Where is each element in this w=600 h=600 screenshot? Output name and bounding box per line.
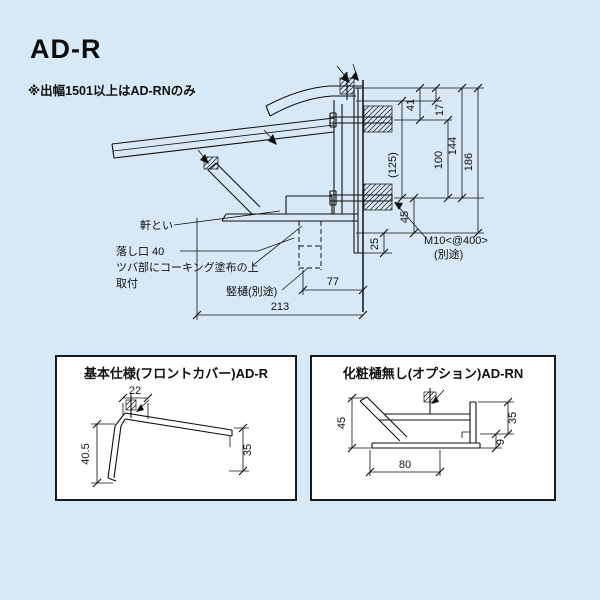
detail-adr-title: 基本仕様(フロントカバー)AD-R bbox=[83, 366, 269, 381]
dim-45: 45 bbox=[399, 211, 411, 223]
dim-100: 100 bbox=[433, 151, 445, 169]
anchor-note-label: (別途) bbox=[434, 247, 463, 261]
detail-adr-dimensions: 22 40.5 35 bbox=[80, 385, 254, 488]
main-section-drawing: 41 17 100 144 186 (125) 45 25 77 213 M10… bbox=[111, 63, 488, 320]
top-cover-profile bbox=[265, 85, 363, 117]
dim-9: 9 bbox=[495, 439, 507, 445]
flange-caulking-label-line1: ツバ部にコーキング塗布の上 bbox=[116, 260, 259, 274]
dim-213: 213 bbox=[271, 301, 289, 313]
detail-adrn-dimensions: 45 35 9 80 bbox=[336, 393, 519, 477]
outlet-downpipe-dashed bbox=[298, 221, 322, 270]
detail-adrn-drawing: 45 35 9 80 bbox=[336, 388, 519, 477]
dim-45-right-box: 45 bbox=[336, 417, 348, 429]
anchor-spec-label: M10<@400> bbox=[424, 235, 488, 247]
adrn-profile bbox=[359, 396, 481, 449]
dim-17: 17 bbox=[434, 104, 446, 116]
part-labels: 軒とい 落し口 40 ツバ部にコーキング塗布の上 取付 竪樋(別途) bbox=[116, 219, 277, 298]
flange-caulking-label-line2: 取付 bbox=[116, 277, 138, 290]
extension-lines bbox=[196, 87, 484, 320]
dim-125: (125) bbox=[387, 152, 399, 178]
indicator-arrows bbox=[197, 63, 359, 164]
wall-line bbox=[353, 80, 364, 312]
detail-box-adr: 基本仕様(フロントカバー)AD-R bbox=[55, 355, 297, 501]
dim-144: 144 bbox=[447, 137, 459, 155]
anchor-bolts bbox=[329, 72, 393, 206]
dim-80: 80 bbox=[399, 459, 411, 471]
gutter-trough bbox=[285, 195, 333, 214]
label-leaders bbox=[173, 202, 427, 291]
dim-77: 77 bbox=[327, 276, 339, 288]
downpipe-label: 竪樋(別途) bbox=[226, 284, 277, 298]
dim-35-left-box: 35 bbox=[242, 444, 254, 456]
detail-adr-drawing: 22 40.5 35 bbox=[80, 385, 254, 488]
dim-25: 25 bbox=[369, 238, 381, 250]
dim-41: 41 bbox=[405, 99, 417, 111]
detail-box-adrn: 化粧樋無し(オプション)AD-RN bbox=[310, 355, 556, 501]
dim-40-5: 40.5 bbox=[80, 443, 92, 464]
page-note: ※出幅1501以上はAD-RNのみ bbox=[28, 84, 196, 98]
adrn-bolt bbox=[423, 388, 445, 414]
dim-22: 22 bbox=[129, 385, 141, 397]
page-title: AD-R bbox=[30, 34, 102, 64]
front-cover-profile bbox=[107, 412, 233, 482]
dim-35-right-box: 35 bbox=[507, 412, 519, 424]
bracket-body bbox=[207, 100, 358, 222]
dimension-texts: 41 17 100 144 186 (125) 45 25 77 213 M10… bbox=[271, 99, 488, 313]
detail-adrn-title: 化粧樋無し(オプション)AD-RN bbox=[342, 366, 524, 381]
awning-arm bbox=[111, 117, 335, 159]
dim-186: 186 bbox=[463, 153, 475, 171]
gutter-label: 軒とい bbox=[140, 219, 173, 232]
outlet-label: 落し口 40 bbox=[116, 245, 164, 258]
dimension-lines bbox=[192, 83, 483, 320]
